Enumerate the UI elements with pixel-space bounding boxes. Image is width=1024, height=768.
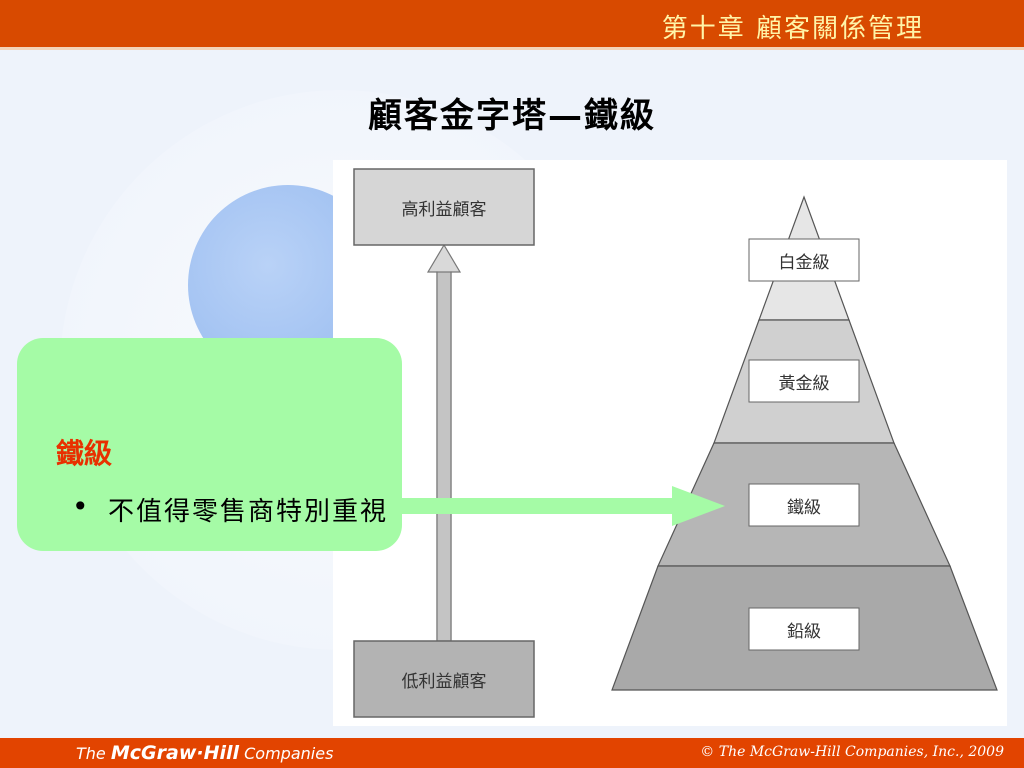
- tier-lead-box: [748, 607, 860, 651]
- logo-suffix: Companies: [244, 744, 334, 763]
- low-profit-label: 低利益顧客: [401, 671, 487, 692]
- tier-platinum-label: 白金級: [778, 252, 830, 273]
- logo-brand: McGraw·Hill: [110, 742, 240, 764]
- low-profit-box: [353, 640, 535, 718]
- callout-bullet-text: 不值得零售商特別重視: [108, 497, 389, 527]
- slide-title: 顧客金字塔—鐵級: [368, 96, 656, 136]
- profit-arrow-shaft: [437, 272, 451, 641]
- tier-iron-box: [748, 483, 860, 527]
- header-bar: 第十章 顧客關係管理: [0, 0, 1024, 50]
- logo-prefix: The: [76, 744, 106, 763]
- tier-gold-label: 黃金級: [778, 373, 830, 394]
- callout-box: [17, 338, 402, 551]
- profit-arrow: [426, 243, 462, 642]
- footer-bar: [0, 738, 1024, 768]
- callout-arrow-shape: [380, 486, 725, 526]
- chapter-title: 第十章 顧客關係管理: [661, 14, 924, 44]
- bullet-dot-icon: •: [72, 490, 89, 523]
- high-profit-label: 高利益顧客: [401, 199, 487, 220]
- copyright-text: © The McGraw-Hill Companies, Inc., 2009: [700, 744, 1004, 760]
- tier-iron-label: 鐵級: [787, 497, 821, 518]
- tier-platinum-box: [748, 238, 860, 282]
- pyramid-diagram-graphics: [353, 168, 998, 718]
- publisher-logo: The McGraw·Hill Companies: [76, 742, 333, 764]
- callout-arrow: [380, 486, 725, 526]
- pyramid-diagram: 高利益顧客 低利益顧客 白金級 黃金級 鐵級 鉛級: [333, 160, 1007, 726]
- callout-heading: 鐵級: [56, 437, 113, 470]
- tier-gold-box: [748, 359, 860, 403]
- high-profit-box: [353, 168, 535, 246]
- tier-lead-label: 鉛級: [787, 621, 821, 642]
